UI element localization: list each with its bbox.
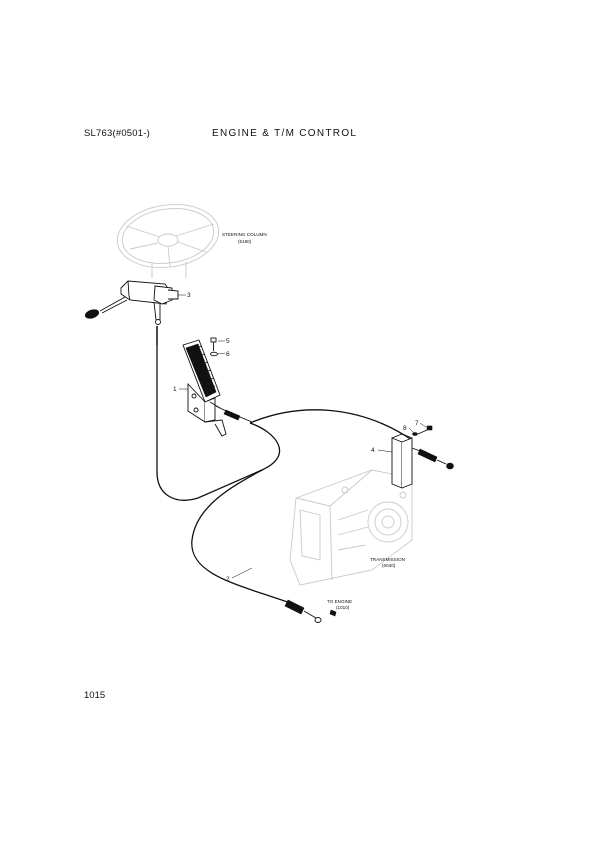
callout-3: 3 xyxy=(187,292,191,299)
callout-1: 1 xyxy=(173,386,177,393)
callout-6: 6 xyxy=(226,351,230,358)
pedal-cable-end xyxy=(215,405,253,423)
accelerator-pedal xyxy=(182,339,227,437)
transmission-cable xyxy=(249,409,413,441)
bolt-7 xyxy=(417,425,433,435)
washer-6 xyxy=(210,351,218,357)
model-label: SL763(#0501-) xyxy=(84,128,150,139)
page-title: ENGINE & T/M CONTROL xyxy=(212,128,358,139)
callout-2: 2 xyxy=(226,576,230,583)
engine-cable-end xyxy=(284,599,337,623)
callout-8: 8 xyxy=(403,425,407,432)
engine-cable xyxy=(191,469,291,604)
callout-4: 4 xyxy=(371,447,375,454)
page-number: 1015 xyxy=(84,690,106,701)
bolt-5 xyxy=(210,337,217,351)
steering-wheel xyxy=(116,204,220,278)
steering-column-ref: (5180) xyxy=(238,239,252,244)
transmission-cable-end xyxy=(411,447,454,470)
transmission xyxy=(289,469,413,586)
to-engine-ref: (1010) xyxy=(336,605,350,610)
to-engine-label: TO ENGINE xyxy=(327,599,352,604)
shift-lever xyxy=(84,280,179,325)
callout-5: 5 xyxy=(226,338,230,345)
washer-8 xyxy=(412,432,418,436)
transmission-ref: (6040) xyxy=(382,563,396,568)
bracket-4 xyxy=(391,433,413,489)
callout-7: 7 xyxy=(415,420,419,427)
transmission-label: TRANSMISSION xyxy=(370,557,405,562)
steering-column-label: STEERING COLUMN xyxy=(222,232,267,237)
shift-cable xyxy=(156,326,281,501)
